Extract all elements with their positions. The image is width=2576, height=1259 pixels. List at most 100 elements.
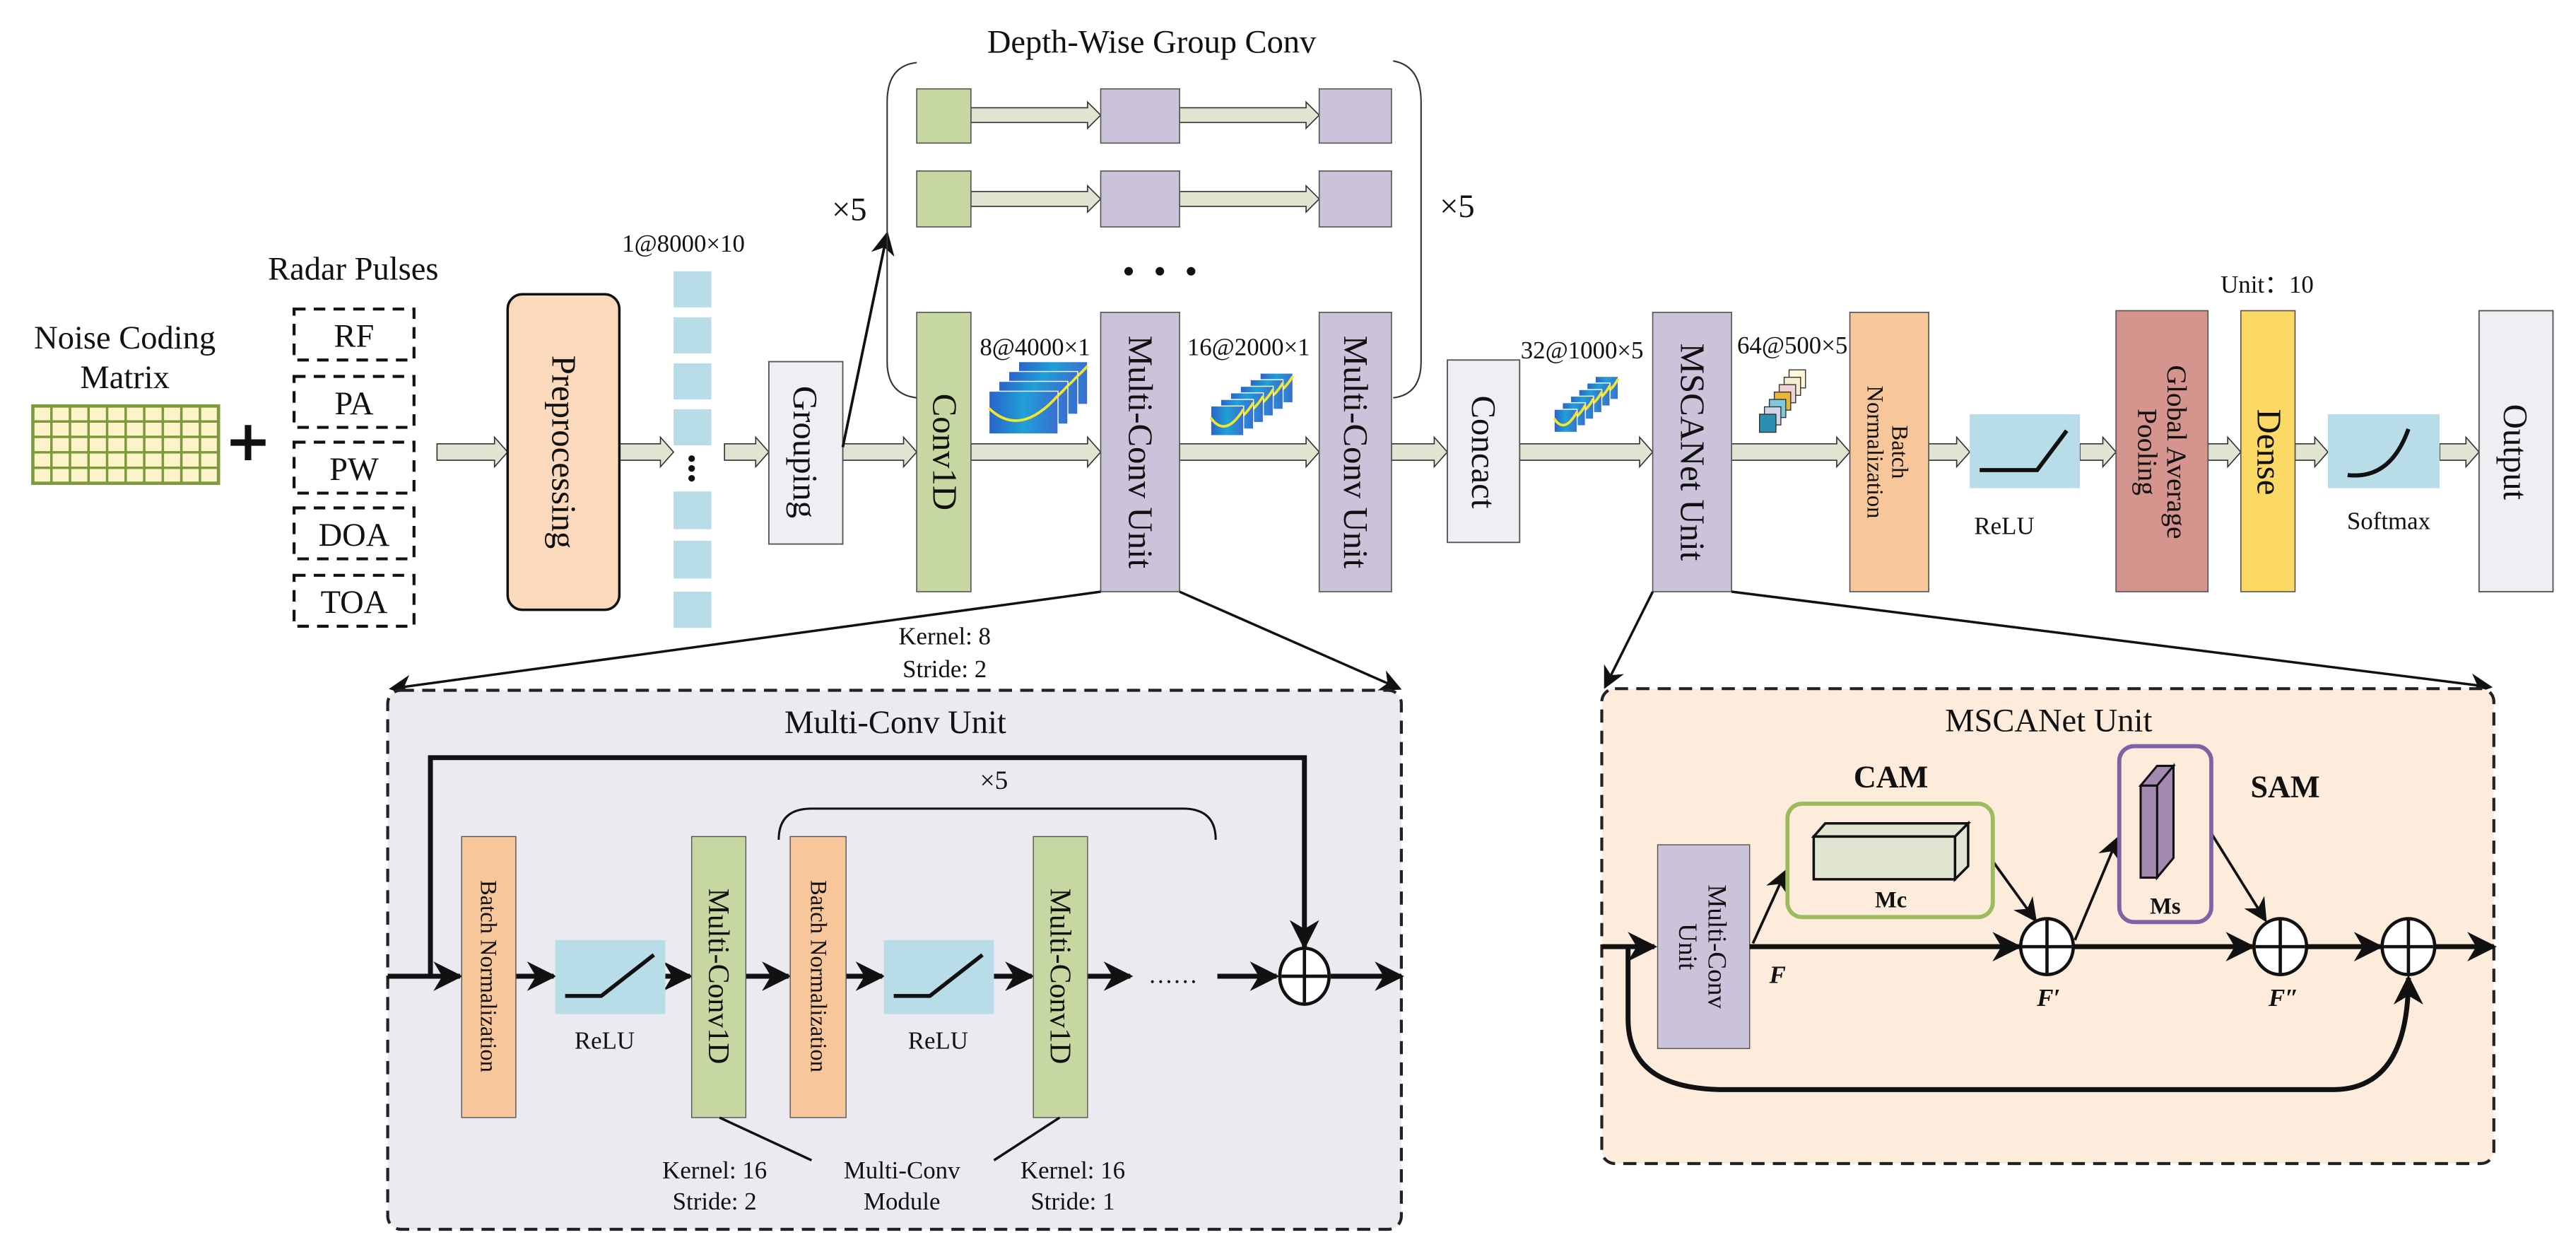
ellipsis-icon: [1124, 267, 1196, 276]
relu-label: ReLU: [1974, 513, 2034, 540]
flow-arrow: [1731, 435, 1851, 469]
pulse-label: TOA: [321, 585, 388, 621]
gap-label: Global Average: [2161, 365, 2192, 539]
concat-block: [1447, 359, 1521, 544]
group-conv-title: Depth-Wise Group Conv: [987, 25, 1317, 61]
batch-norm-block: [461, 836, 517, 1118]
flow-arrow: [2439, 435, 2480, 469]
module-pointer-line: [719, 1116, 813, 1161]
zoom-line: [389, 590, 1101, 697]
pulse-box-pw: [293, 440, 416, 495]
repeat-right-label: ×5: [1440, 189, 1474, 225]
group-branch-arrow: [841, 230, 895, 447]
shape-label-conv1d: 8@4000×1: [980, 333, 1090, 361]
gap-label: Pooling: [2131, 409, 2163, 496]
shape-label-mcu1: 16@2000×1: [1187, 333, 1310, 361]
add-circle-icon: [2380, 917, 2437, 976]
ellipsis-icon: [688, 455, 695, 482]
pulse-label: DOA: [319, 517, 390, 554]
multi-conv-unit-1-label: Multi-Conv Unit: [1121, 336, 1159, 569]
flow-arrow: [1179, 435, 1320, 469]
conv1d-label: Conv1D: [926, 394, 964, 510]
sam-in-arrow: [2074, 836, 2121, 941]
feature-map-layer: [1553, 409, 1578, 433]
skip-connection-arrow: [428, 755, 1319, 976]
conv1d-block: [916, 312, 972, 592]
flow-arrow: [618, 435, 675, 469]
f-double-prime-label: F″: [2268, 984, 2299, 1012]
dense-block: [2240, 310, 2296, 592]
matrix-label: Matrix: [80, 360, 170, 396]
flow-arrow: [1391, 435, 1449, 469]
shape-label-input: 1@8000×10: [622, 230, 745, 257]
stride-label: Stride: 2: [902, 655, 987, 683]
flow-arrow: [970, 435, 1102, 469]
sam-out-arrow: [2210, 832, 2267, 923]
flow-arrow: [724, 435, 770, 469]
multi-conv-unit-label: Unit: [1673, 923, 1702, 971]
feature-map-image: [1553, 375, 1620, 433]
multi-conv-unit-label: Multi-Conv: [1702, 884, 1731, 1009]
flow-arrow: [970, 184, 1102, 214]
relu-label: ReLU: [908, 1026, 968, 1054]
feature-map-layer: [1758, 414, 1777, 433]
relu-curve-icon: [565, 953, 655, 998]
sam-label: SAM: [2250, 770, 2319, 804]
preprocessing-label: Preprocessing: [544, 356, 582, 549]
softmax-block: [2327, 414, 2440, 488]
input-feature-vector: [674, 271, 712, 628]
spatial-attention-slab-icon: [2138, 763, 2176, 881]
mscanet-unit-block: [1652, 312, 1732, 592]
multi-conv-unit-panel: Multi-Conv Unit ×5 Batch Normalization R…: [386, 689, 1405, 1231]
shape-label-concat: 32@1000×5: [1521, 336, 1644, 364]
stride-label: Stride: 1: [1030, 1188, 1114, 1215]
module-pointer-line: [993, 1116, 1061, 1161]
module-label: Module: [864, 1188, 940, 1215]
grouping-block: [767, 361, 844, 545]
zoom-line: [1731, 590, 2493, 696]
batch-norm-label: Batch Normalization: [806, 880, 831, 1072]
shape-label-mscanet: 64@500×5: [1737, 332, 1847, 359]
f-label: F: [1769, 961, 1786, 988]
pulse-box-rf: [293, 308, 416, 362]
output-label: Output: [2496, 404, 2534, 500]
dense-units-label: Unit：10: [2221, 271, 2314, 298]
relu-block: [883, 939, 994, 1014]
batch-norm-label: Batch Normalization: [475, 880, 500, 1072]
relu-curve-icon: [893, 953, 984, 998]
pulse-box-pa: [293, 375, 416, 429]
flow-arrow: [436, 435, 509, 469]
add-circle-icon: [1278, 947, 1331, 1006]
flow-arrow: [2079, 435, 2117, 469]
multi-conv-unit-2-label: Multi-Conv Unit: [1336, 336, 1375, 569]
channel-attention-cuboid-icon: [1811, 820, 1972, 883]
pulse-box-toa: [293, 573, 416, 628]
feature-map-image: [1209, 373, 1295, 436]
group-bracket-right: [1393, 60, 1422, 399]
flow-arrow: [2294, 435, 2329, 469]
multi-conv-unit-block: [1657, 844, 1751, 1049]
relu-block: [1970, 414, 2080, 488]
feature-map-trace: [1553, 411, 1579, 427]
grouping-label: Grouping: [786, 386, 824, 518]
dense-label: Dense: [2249, 409, 2288, 495]
repeat-left-label: ×5: [832, 192, 866, 228]
feature-map-trace: [1209, 408, 1245, 428]
flow-arrow: [842, 435, 918, 469]
kernel-label: Kernel: 8: [898, 622, 991, 650]
multi-conv1d-label: Multi-Conv1D: [702, 889, 734, 1065]
multi-conv-unit-1-block: [1100, 312, 1180, 592]
feature-map-trace: [988, 394, 1059, 422]
add-circle-icon: [2252, 917, 2309, 976]
feature-square: [674, 409, 712, 446]
relu-block: [555, 939, 666, 1014]
cam-box: [1785, 802, 1995, 920]
cam-out-arrow: [1992, 860, 2037, 923]
ellipsis-label: ……: [1148, 961, 1198, 988]
feature-square: [674, 592, 712, 628]
feature-map-layer: [988, 390, 1059, 435]
output-block: [2478, 310, 2554, 592]
repeat-label: ×5: [980, 766, 1008, 795]
group-row-2: [916, 170, 1392, 228]
